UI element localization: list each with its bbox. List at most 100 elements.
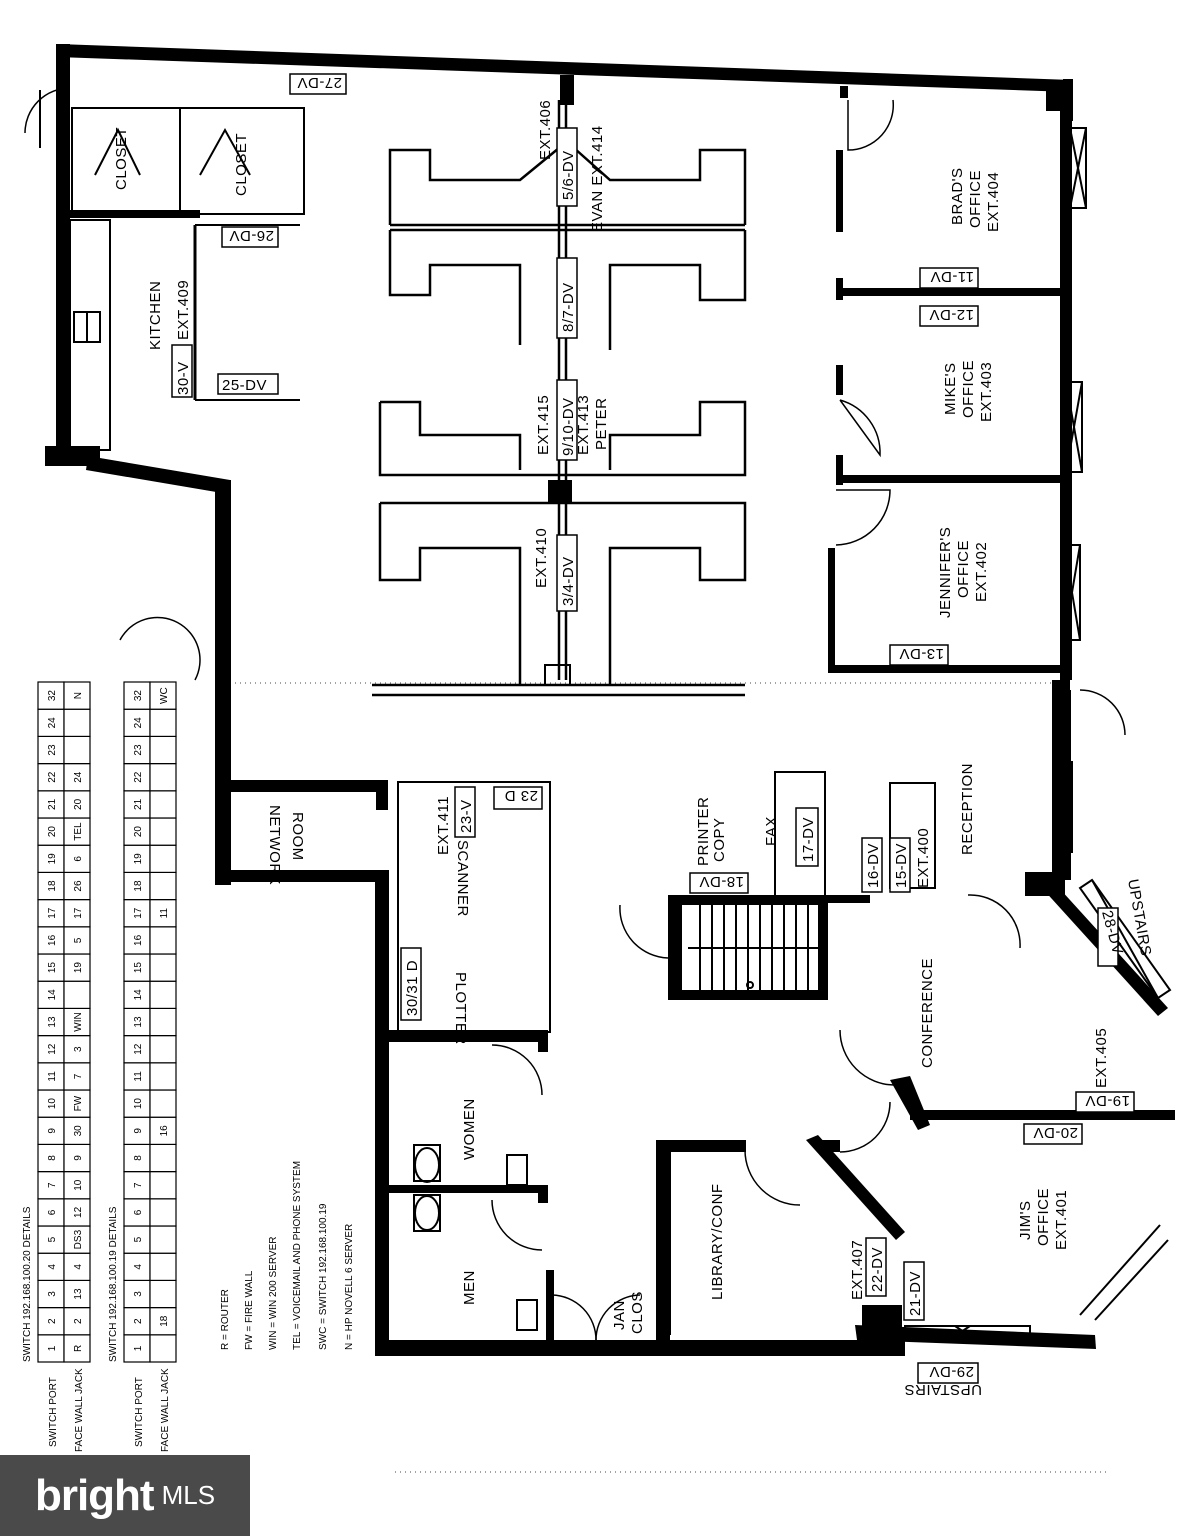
switch-port-value: 2 [133, 1318, 144, 1324]
drop-tag: 16-DV [861, 837, 883, 893]
switch-port-value: 9 [47, 1128, 58, 1134]
table-cell [149, 708, 177, 738]
label-reception-ext: EXT.400 [915, 828, 932, 888]
switch-port-value: 6 [47, 1209, 58, 1215]
label-women: WOMEN [461, 1098, 478, 1160]
drop-tag: 30-V [171, 344, 193, 398]
table-cell [149, 681, 177, 710]
label-conference: CONFERENCE [919, 958, 936, 1068]
switch-port-value: 5 [133, 1236, 144, 1242]
drop-tag: 13-DV [889, 644, 949, 666]
wall-jack-value: WIN [73, 1012, 84, 1031]
label-jim-3: EXT.401 [1053, 1190, 1070, 1250]
legend-line: TEL = VOICEMAIL AND PHONE SYSTEM [292, 1161, 303, 1350]
wall-jack-value: 10 [73, 1179, 84, 1191]
switch-port-value: 6 [133, 1209, 144, 1215]
svg-text:26-DV: 26-DV [229, 227, 274, 244]
switch-port-value: 4 [133, 1264, 144, 1270]
switch-port-value: 22 [133, 771, 144, 783]
switch-port-value: 3 [47, 1291, 58, 1297]
svg-text:30-V: 30-V [175, 361, 192, 395]
switch-port-value: 22 [47, 771, 58, 783]
switch-port-value: 18 [47, 880, 58, 892]
drop-tag: 17-DV [795, 807, 819, 867]
drop-tag: 27-DV [289, 73, 347, 95]
watermark-suffix: MLS [161, 1480, 216, 1510]
drop-tag: 30/31 D [400, 947, 422, 1021]
switch-port-value: 16 [133, 934, 144, 946]
svg-text:30/31 D: 30/31 D [404, 960, 421, 1016]
door-swings [24, 87, 1126, 1341]
wall-jack-value: 20 [73, 798, 84, 810]
label-mike-2: OFFICE [960, 360, 977, 418]
wall-jack-value: 30 [73, 1125, 84, 1137]
watermark-brand: bright [34, 1470, 155, 1520]
table-cell [149, 844, 177, 873]
table-cell [149, 1062, 177, 1091]
wall-jack-value: FW [73, 1095, 84, 1111]
switch-port-value: 3 [133, 1291, 144, 1297]
svg-text:20-DV: 20-DV [1033, 1124, 1078, 1141]
table-cell [149, 871, 177, 901]
label-upstairs-b: UPSTAIRS [904, 1381, 982, 1398]
label-clos: CLOS [629, 1291, 646, 1334]
drop-tag: 21-DV [903, 1261, 925, 1321]
table-cell [149, 1171, 177, 1200]
table-cell [149, 790, 177, 819]
svg-text:15-DV: 15-DV [893, 843, 910, 888]
label-network-2: ROOM [289, 812, 306, 861]
wall-jack-value: 5 [73, 937, 84, 943]
switch-1-row2-label: FACE WALL JACK [74, 1368, 85, 1452]
table-cell [63, 735, 91, 765]
switch-port-value: 20 [47, 826, 58, 838]
wall-jack-value: 7 [73, 1073, 84, 1079]
svg-text:11-DV: 11-DV [930, 268, 974, 285]
wall-jack-value: 12 [73, 1206, 84, 1218]
switch-port-value: 24 [133, 717, 144, 729]
wall-jack-value: 3 [73, 1046, 84, 1052]
svg-text:8/7-DV: 8/7-DV [560, 282, 577, 332]
label-plotter: PLOTTER [452, 972, 469, 1045]
switch-port-value: 19 [47, 853, 58, 865]
switch-port-value: 16 [47, 934, 58, 946]
svg-text:27-DV: 27-DV [297, 74, 342, 91]
legend-line: WIN = WIN 200 SERVER [268, 1237, 279, 1350]
label-scanner-ext: EXT.411 [435, 796, 452, 855]
drop-tag: 15-DV [889, 837, 911, 893]
switch-port-value: 11 [47, 1071, 58, 1082]
switch-port-value: 9 [133, 1128, 144, 1134]
drop-tag: 22-DV [865, 1237, 887, 1297]
svg-text:17-DV: 17-DV [800, 817, 817, 862]
switch-port-value: 32 [47, 690, 58, 702]
label-men: MEN [461, 1270, 478, 1305]
table-cell [149, 1143, 177, 1173]
table-cell [149, 735, 177, 765]
switch-port-value: 18 [133, 880, 144, 892]
wall-jack-value: 18 [159, 1315, 170, 1327]
switch-port-value: 12 [47, 1043, 58, 1055]
legend-line: R = ROUTER [220, 1289, 231, 1350]
drop-tag: 26-DV [221, 226, 279, 248]
drop-tag: 28-DV [1097, 907, 1126, 967]
label-scanner: SCANNER [454, 840, 471, 917]
switch-port-value: 17 [47, 907, 58, 919]
svg-text:12-DV: 12-DV [929, 306, 974, 323]
drop-tags: 27-DV 26-DV 25-DV 30-V 5/6-DV 8/7-DV 9/1… [171, 73, 1135, 1384]
table-cell [149, 926, 177, 955]
switch-port-value: 1 [133, 1345, 144, 1351]
wall-jack-value: 16 [159, 1125, 170, 1137]
svg-text:19-DV: 19-DV [1085, 1092, 1130, 1109]
svg-text:13-DV: 13-DV [899, 645, 944, 662]
svg-text:22-DV: 22-DV [869, 1247, 886, 1292]
switch-port-value: 5 [47, 1236, 58, 1242]
switch-port-value: 15 [133, 962, 144, 974]
label-kitchen: KITCHEN [147, 281, 164, 350]
wall-jack-value: 26 [73, 880, 84, 892]
label-closet-a: CLOSET [113, 127, 130, 190]
drop-tag: 9/10-DV [556, 379, 578, 461]
room-labels: CLOSET CLOSET KITCHEN EXT.409 NETWORK RO… [113, 100, 1154, 1398]
label-brad-1: BRAD'S [949, 167, 966, 225]
table-cell [63, 681, 91, 710]
wall-jack-value: TEL [73, 822, 84, 841]
